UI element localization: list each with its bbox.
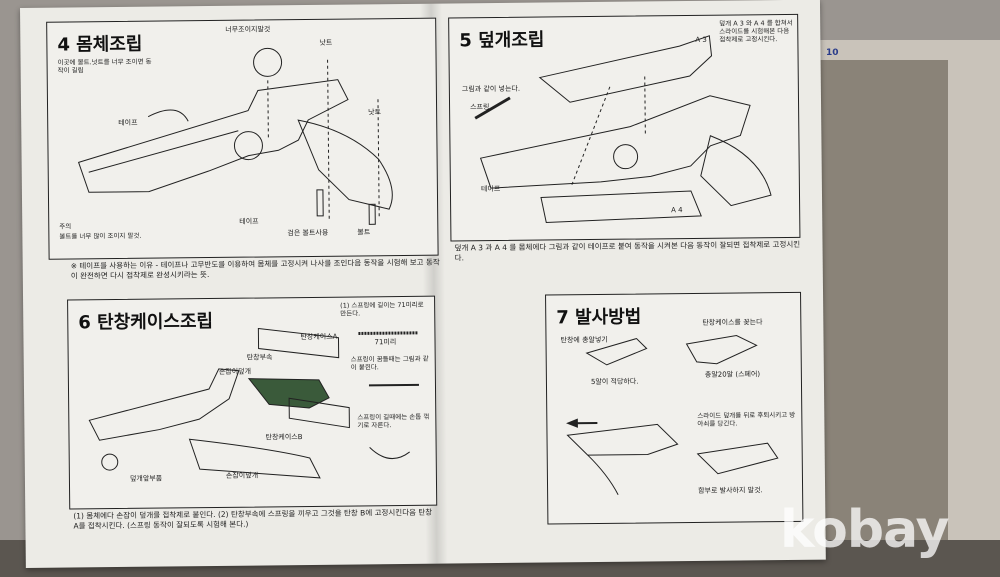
section-7-panel: 7 발사방법 탄창에 총알넣기 5알이 적당하다. 탄창케이스를 꽂는다 총알2…: [545, 291, 804, 525]
box-inner: [818, 60, 948, 540]
firing-method-diagram: [566, 334, 779, 495]
cover-assembly-diagram: [474, 35, 772, 224]
magazine-assembly-diagram: [88, 327, 419, 479]
pistol-body-diagram: [77, 47, 393, 225]
box-label: 10: [826, 48, 839, 58]
section-6-panel: 6 탄창케이스조립 (1) 스프링에 길이는 71미리로 만든다. 71미리 스…: [67, 295, 438, 510]
section-6-bottom-note: (1) 몸체에다 손잡이 덮개를 접착제로 붙인다. (2) 탄창부속에 스프링…: [73, 507, 433, 531]
footnote-tape: ※ 테이프를 사용하는 이유 - 테이프나 고무반도를 이용하여 몸체를 고정시…: [70, 257, 440, 281]
section-5-panel: 5 덮개조립 덮개 A 3 와 A 4 를 합쳐서 스라이드를 시험해본 다음 …: [448, 13, 801, 242]
instruction-sheet: 4 몸체조립 이곳에 볼트.넛트를 너무 조이면 동작이 길림 너무조이지말것 …: [20, 0, 826, 568]
section-4-panel: 4 몸체조립 이곳에 볼트.넛트를 너무 조이면 동작이 길림 너무조이지말것 …: [46, 17, 439, 260]
kobay-watermark: kobay: [780, 500, 950, 560]
section-5-bottom-note: 덮개 A 3 과 A 4 를 몸체에다 그림과 같이 테이프로 붙여 동작을 시…: [454, 239, 801, 263]
